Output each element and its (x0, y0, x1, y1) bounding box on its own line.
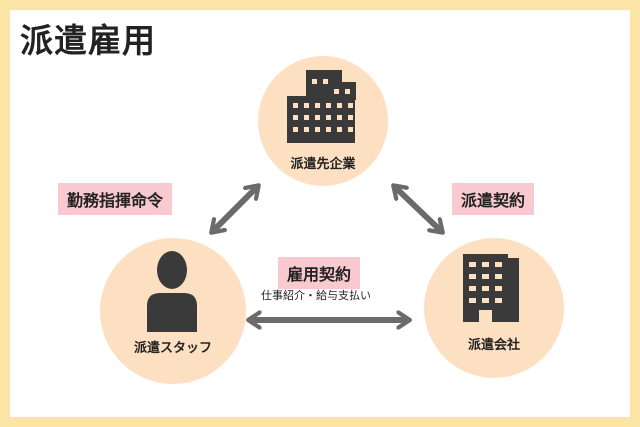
agency-label: 派遣会社 (467, 338, 520, 353)
page-title: 派遣雇用 (20, 21, 156, 60)
command-relation-tag: 勤務指揮命令 (58, 183, 173, 215)
dispatch-arrow (396, 188, 440, 230)
employment-relation-tag: 雇用契約 (278, 257, 361, 289)
command-arrow (214, 188, 256, 230)
client-label: 派遣先企業 (290, 157, 356, 172)
person-icon (147, 251, 197, 332)
office-building-icon (287, 70, 356, 143)
staff-label: 派遣スタッフ (133, 341, 212, 356)
apartment-building-icon (463, 254, 519, 322)
employment-relation-detail: 仕事紹介・給与支払い (261, 289, 371, 302)
dispatch-relation-tag: 派遣契約 (452, 183, 535, 215)
